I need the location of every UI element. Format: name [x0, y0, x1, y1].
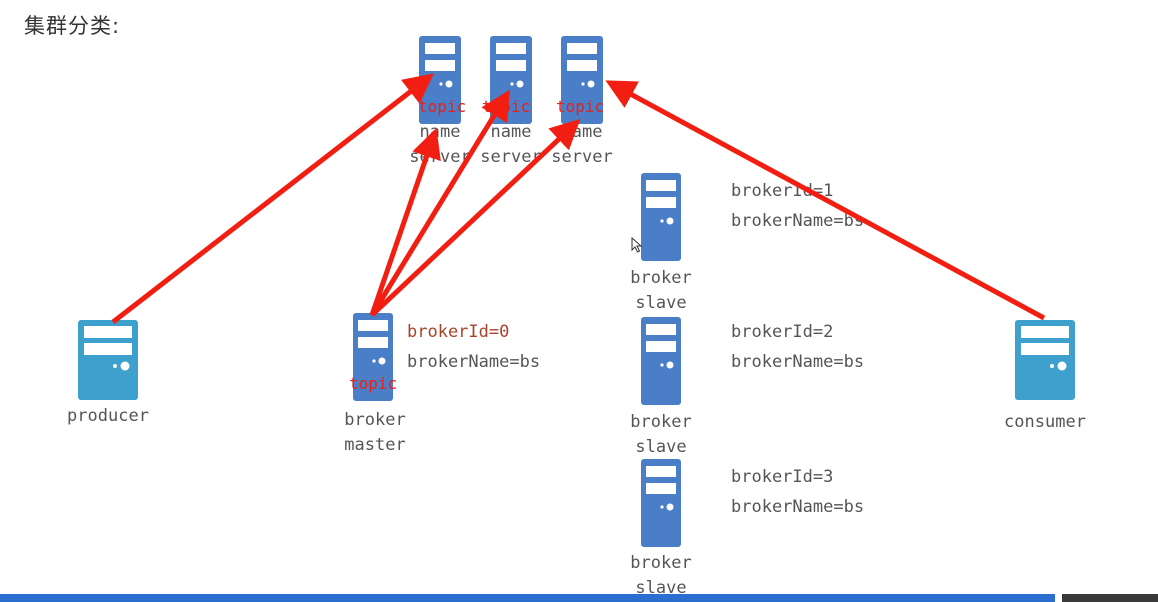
- broker-master-name: brokerName=bs: [407, 352, 541, 372]
- broker-master-topic: topic: [349, 374, 398, 393]
- broker-master-server-icon: [353, 313, 393, 401]
- broker-slave-2-label: broker slave: [630, 412, 692, 457]
- bottom-progress-bar: [0, 594, 1055, 602]
- consumer-server-icon: [1015, 320, 1075, 400]
- name-server-1-topic: topic: [418, 97, 467, 116]
- broker-slave-3-label: broker slave: [630, 553, 692, 598]
- broker-master-info: brokerId=0 brokerName=bs: [407, 317, 540, 377]
- mouse-cursor-icon: [631, 237, 643, 253]
- broker-slave-1-id: brokerId=1: [731, 181, 834, 201]
- arrow-producer-to-nameserver-1: [111, 73, 434, 324]
- broker-slave-2-info: brokerId=2 brokerName=bs: [731, 317, 864, 377]
- name-server-2-topic: topic: [482, 97, 531, 116]
- broker-slave-1-server-icon: [641, 173, 681, 261]
- consumer-label: consumer: [1004, 412, 1086, 432]
- name-server-3-label: name server: [551, 122, 613, 167]
- bottom-corner-block: [1062, 594, 1158, 602]
- broker-slave-2-name: brokerName=bs: [731, 352, 865, 372]
- page-title: 集群分类:: [24, 14, 121, 38]
- broker-master-id: brokerId=0: [407, 322, 510, 342]
- broker-slave-2-server-icon: [641, 317, 681, 405]
- broker-slave-3-info: brokerId=3 brokerName=bs: [731, 462, 864, 522]
- broker-slave-2-id: brokerId=2: [731, 322, 834, 342]
- broker-master-label: broker master: [344, 410, 406, 455]
- name-server-1-label: name server: [409, 122, 471, 167]
- broker-slave-3-name: brokerName=bs: [731, 497, 865, 517]
- broker-slave-1-name: brokerName=bs: [731, 211, 865, 231]
- broker-slave-1-info: brokerId=1 brokerName=bs: [731, 176, 864, 236]
- broker-slave-3-id: brokerId=3: [731, 467, 834, 487]
- broker-slave-3-server-icon: [641, 459, 681, 547]
- broker-slave-1-label: broker slave: [630, 268, 692, 313]
- name-server-2-label: name server: [480, 122, 542, 167]
- producer-server-icon: [78, 320, 138, 400]
- producer-label: producer: [67, 406, 149, 426]
- name-server-3-icon: [561, 36, 603, 124]
- name-server-3-topic: topic: [556, 97, 605, 116]
